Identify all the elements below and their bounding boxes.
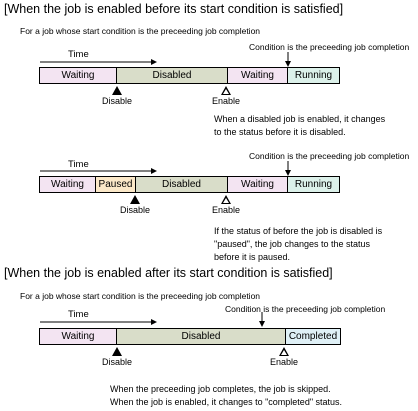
note-line: before it is paused. [214, 252, 291, 262]
disable-triangle-icon [130, 195, 140, 204]
enable-marker: Enable [211, 86, 241, 106]
enable-triangle-icon [279, 347, 289, 356]
time-label: Time [68, 159, 89, 170]
segment-waiting: Waiting [40, 68, 117, 83]
enable-marker: Enable [269, 347, 299, 367]
status-timeline: Waiting Disabled Completed [39, 328, 341, 345]
disable-triangle-icon [112, 86, 122, 95]
section1-subtitle: For a job whose start condition is the p… [20, 26, 261, 36]
disable-triangle-icon [112, 347, 122, 356]
enable-label: Enable [269, 357, 299, 367]
condition-label: Condition is the preceeding job completi… [249, 151, 410, 161]
segment-paused: Paused [96, 177, 136, 192]
enable-triangle-icon [221, 195, 231, 204]
section2-title: [When the job is enabled after its start… [4, 266, 333, 280]
segment-waiting: Waiting [228, 68, 288, 83]
status-timeline: Waiting Paused Disabled Waiting Running [39, 176, 340, 193]
note-line: If the status of before the job is disab… [214, 226, 383, 236]
enable-label: Enable [211, 205, 241, 215]
segment-running: Running [288, 177, 339, 192]
diagram3-note: When the preceeding job completes, the j… [110, 383, 342, 409]
note-line: to the status before it is disabled. [214, 127, 346, 137]
disable-marker: Disable [120, 195, 150, 215]
enable-label: Enable [211, 96, 241, 106]
disable-label: Disable [102, 357, 133, 367]
section1-title: [When the job is enabled before its star… [4, 2, 344, 16]
condition-label: Condition is the preceeding job completi… [225, 304, 386, 314]
diagram1-note: When a disabled job is enabled, it chang… [214, 113, 385, 139]
segment-running: Running [288, 68, 339, 83]
segment-completed: Completed [286, 329, 340, 344]
segment-waiting: Waiting [228, 177, 288, 192]
disable-label: Disable [102, 96, 133, 106]
note-line: When the job is enabled, it changes to "… [110, 397, 343, 407]
segment-waiting: Waiting [40, 329, 117, 344]
disable-marker: Disable [102, 86, 132, 106]
segment-disabled: Disabled [136, 177, 228, 192]
segment-disabled: Disabled [117, 329, 286, 344]
disable-label: Disable [120, 205, 151, 215]
note-line: When a disabled job is enabled, it chang… [214, 114, 386, 124]
section2-subtitle: For a job whose start condition is the p… [20, 291, 261, 301]
note-line: "paused", the job changes to the status [214, 239, 370, 249]
status-timeline: Waiting Disabled Waiting Running [39, 67, 340, 84]
segment-disabled: Disabled [117, 68, 228, 83]
disable-marker: Disable [102, 347, 132, 367]
diagram2-note: If the status of before the job is disab… [214, 225, 382, 264]
time-label: Time [68, 49, 89, 60]
enable-marker: Enable [211, 195, 241, 215]
condition-label: Condition is the preceeding job completi… [249, 42, 410, 52]
time-label: Time [68, 309, 89, 320]
note-line: When the preceeding job completes, the j… [110, 384, 331, 394]
segment-waiting: Waiting [40, 177, 96, 192]
enable-triangle-icon [221, 86, 231, 95]
